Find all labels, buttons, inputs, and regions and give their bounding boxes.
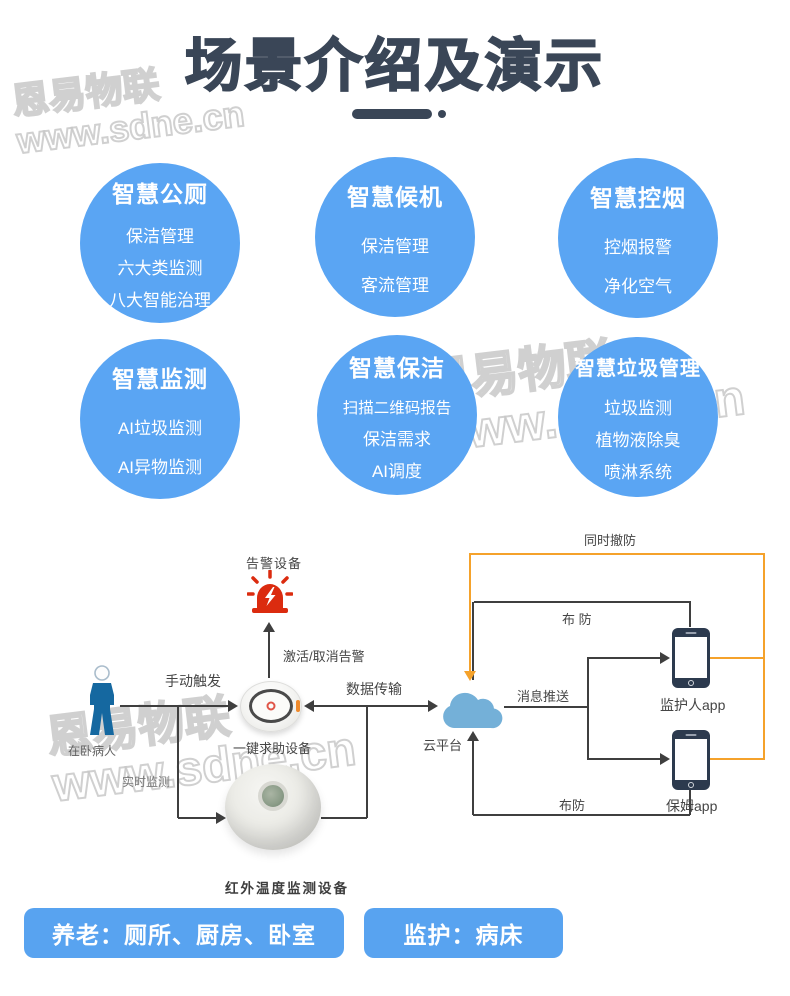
manual-trigger-label: 手动触发 [165,673,221,689]
feature-circle-smart-monitor: 智慧监测 AI垃圾监测 AI异物监测 [80,339,240,499]
title-divider [352,109,432,119]
data-transfer-line [314,705,428,707]
message-push-line [587,657,589,760]
arm-bottom-line [689,789,691,815]
arm-top-line [689,601,691,627]
patient-label: 在卧病人 [68,744,117,758]
phone-speaker [685,632,697,634]
cloud-icon [443,692,503,729]
arm-bottom-line [472,740,474,815]
infrared-device-label: 红外温度监测设备 [225,881,349,896]
data-transfer-label: 数据传输 [346,681,402,697]
feature-item: AI异物监测 [117,458,203,477]
feature-title: 智慧候机 [347,184,443,210]
cloud-label: 云平台 [423,738,463,753]
message-push-line [588,758,660,760]
help-button-ring [249,689,293,723]
help-button-dot [266,701,276,711]
guardian-phone [672,628,710,688]
page-title: 场景介绍及演示 [184,33,605,99]
infrared-lens [258,781,288,811]
disarm-line [469,554,471,672]
arrow-right-icon [216,812,226,824]
arm-bottom-line [473,814,690,816]
feature-circle-smoke-control: 智慧控烟 控烟报警 净化空气 [558,158,718,318]
guardian-app-label: 监护人app [660,697,726,713]
feature-item: 扫描二维码报告 [342,399,452,417]
activate-line [268,630,270,678]
feature-item: 保洁需求 [363,429,431,449]
feature-item: 保洁管理 [361,237,429,256]
arrow-right-icon [428,700,438,712]
feature-title: 智慧垃圾管理 [575,357,701,380]
help-button-indicator [296,700,300,712]
arrow-up-icon [263,622,275,632]
feature-title: 智慧控烟 [590,185,686,211]
phone-screen [675,739,707,780]
realtime-line [177,706,179,818]
feature-item: 净化空气 [604,277,672,296]
feature-item: 六大类监测 [117,259,203,278]
watermark-url: www.sdne.cn [13,92,247,163]
phone-screen [675,637,707,678]
feature-item: 控烟报警 [604,238,672,257]
feature-circle-garbage-management: 智慧垃圾管理 垃圾监测 植物液除臭 喷淋系统 [558,337,718,497]
activate-cancel-label: 激活/取消告警 [283,649,365,664]
feature-item: 八大智能治理 [109,291,211,310]
realtime-monitor-label: 实时监测 [122,775,171,789]
elderly-care-button[interactable]: 养老：厕所、厨房、卧室 [24,908,344,958]
message-push-line [588,657,660,659]
feature-item: 客流管理 [361,276,429,295]
disarm-line [763,553,765,760]
arrow-right-icon [660,753,670,765]
realtime-line [178,817,216,819]
message-push-label: 消息推送 [517,689,570,704]
help-button-device [240,681,302,732]
dome-data-line [321,817,367,819]
feature-circle-smart-cleaning: 智慧保洁 扫描二维码报告 保洁需求 AI调度 [317,335,477,495]
feature-title: 智慧监测 [112,366,208,392]
alarm-siren-icon [247,570,293,613]
feature-title: 智慧公厕 [112,181,208,207]
feature-title: 智慧保洁 [349,354,445,381]
arrow-up-icon [467,731,479,741]
feature-item: 植物液除臭 [595,430,681,450]
feature-item: AI调度 [371,461,423,481]
feature-circle-smart-waiting: 智慧候机 保洁管理 客流管理 [315,157,475,317]
arrow-down-icon [464,671,476,681]
arm-bottom-label: 布防 [559,798,586,813]
phone-home-button [688,782,694,788]
phone-home-button [688,680,694,686]
disarm-line [710,758,763,760]
nanny-phone [672,730,710,790]
phone-speaker [685,734,697,736]
dome-data-line [366,706,368,818]
feature-item: AI垃圾监测 [117,419,203,438]
disarm-line [469,553,765,555]
disarm-both-label: 同时撤防 [584,533,637,548]
alarm-device-label: 告警设备 [246,556,303,571]
arm-top-line [472,602,474,680]
manual-trigger-line [120,705,228,707]
arrow-right-icon [228,700,238,712]
help-device-label: 一键求助设备 [233,741,312,756]
title-divider-dot [438,110,446,118]
arrow-right-icon [660,652,670,664]
message-push-line [504,706,588,708]
arm-top-label: 布 防 [562,612,592,627]
nanny-app-label: 保姆app [666,798,718,814]
disarm-line [710,657,763,659]
feature-item: 喷淋系统 [604,462,672,482]
arrow-left-icon [304,700,314,712]
patient-person-icon [90,665,114,735]
feature-item: 保洁管理 [126,227,194,246]
feature-circle-smart-toilet: 智慧公厕 保洁管理 六大类监测 八大智能治理 [80,163,240,323]
arm-top-line [474,601,690,603]
infrared-sensor-device [225,764,321,850]
feature-item: 垃圾监测 [604,398,672,418]
monitoring-button[interactable]: 监护：病床 [364,908,563,958]
